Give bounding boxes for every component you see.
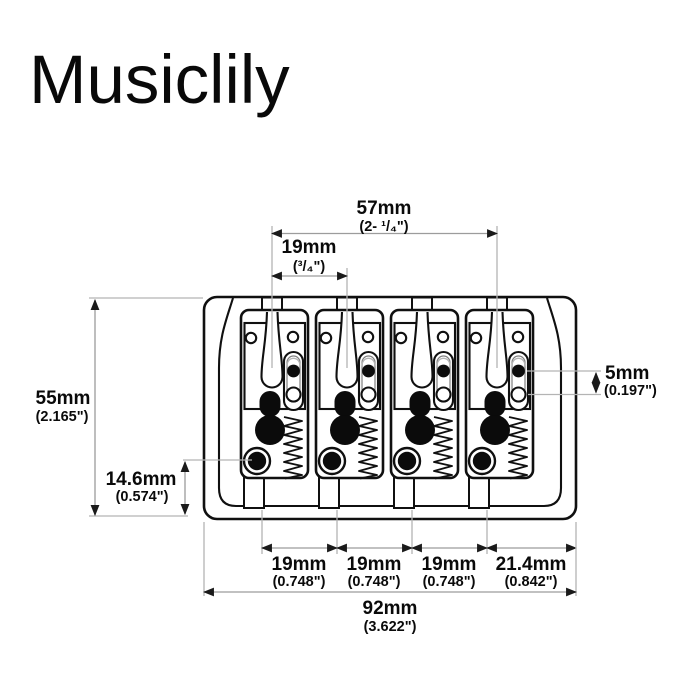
dim-label-spacing-2: 19mm [347,554,402,575]
brand-logo: Musiclily [29,41,290,118]
dim-sub-spacing-1: (0.748") [273,574,326,590]
dim-label-saddle-adjust: 5mm [605,363,649,384]
dim-label-string-spacing-top: 19mm [282,237,337,258]
dim-saddle-adjust: 5mm (0.197") [527,363,657,399]
dim-label-spacing-3: 19mm [422,554,477,575]
dim-label-spacing-1: 19mm [272,554,327,575]
dim-label-string-spread: 57mm [357,198,412,219]
saddle-unit-1 [239,296,310,510]
dim-sub-saddle-adjust: (0.197") [604,383,657,399]
dim-string-hole-offset: 14.6mm (0.574") [106,459,252,516]
dim-sub-overall-width: (3.622") [364,619,417,635]
dim-overall-width: 92mm (3.622") [202,522,578,635]
dim-bottom-spacings: 19mm (0.748") 19mm (0.748") 19mm (0.748"… [260,510,578,590]
saddle-unit-4 [464,296,535,510]
dim-overall-depth: 55mm (2.165") [36,297,203,517]
dim-sub-string-spread: (2- ¹/₄") [359,219,408,235]
dim-label-edge-offset: 21.4mm [496,554,567,575]
dim-sub-string-hole-offset: (0.574") [116,489,169,505]
dim-sub-overall-depth: (2.165") [36,409,89,425]
saddle-unit-2 [314,296,385,510]
dim-sub-spacing-3: (0.748") [423,574,476,590]
dim-sub-edge-offset: (0.842") [505,574,558,590]
dim-label-overall-width: 92mm [363,598,418,619]
dim-label-overall-depth: 55mm [36,388,91,409]
saddle-unit-3 [389,296,460,510]
dim-sub-string-spacing-top: (³/₄") [293,259,325,275]
dim-string-spacing-top: 19mm (³/₄") [270,237,349,368]
dim-string-spread: 57mm (2- ¹/₄") [270,198,499,368]
dim-label-string-hole-offset: 14.6mm [106,469,177,490]
dim-sub-spacing-2: (0.748") [348,574,401,590]
